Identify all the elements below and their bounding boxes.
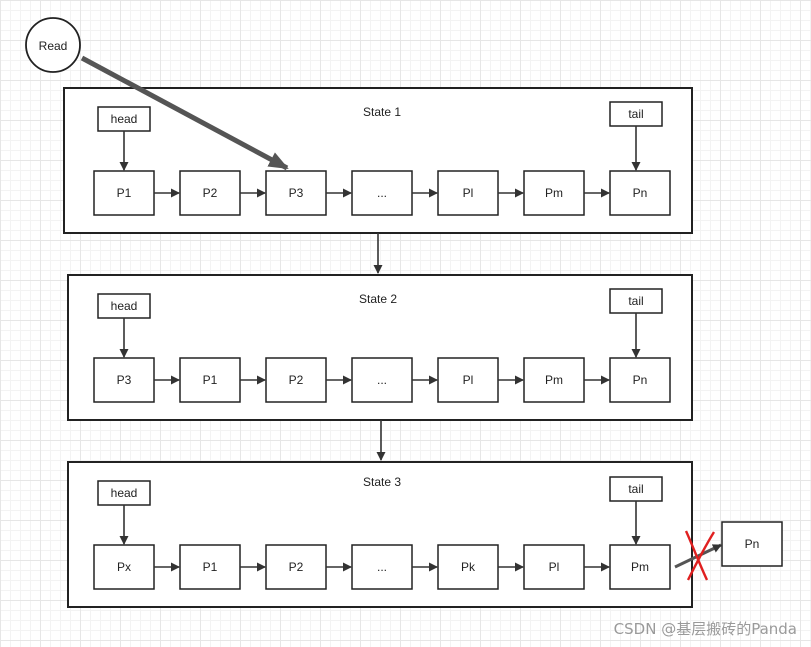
node-label: P2 bbox=[203, 186, 218, 200]
head-label: head bbox=[111, 112, 138, 126]
evict-arrow bbox=[674, 543, 722, 569]
list-node bbox=[265, 357, 327, 403]
node-label: P1 bbox=[117, 186, 132, 200]
read-node bbox=[25, 17, 81, 73]
list-node bbox=[437, 170, 499, 216]
list-node bbox=[437, 544, 499, 590]
node-label: P2 bbox=[289, 560, 304, 574]
read-label: Read bbox=[39, 39, 68, 53]
node-label: ... bbox=[377, 186, 387, 200]
state-1-title: State 1 bbox=[363, 105, 401, 119]
head-label: head bbox=[111, 299, 138, 313]
evicted-node-label: Pn bbox=[745, 537, 760, 551]
list-node bbox=[609, 544, 671, 590]
node-label: Px bbox=[117, 560, 131, 574]
state-2-title: State 2 bbox=[359, 292, 397, 306]
evict-cross-mark bbox=[684, 530, 716, 581]
node-label: Pk bbox=[461, 560, 476, 574]
state-3: head tail Px P1 P2 ... Pk Pl Pm bbox=[93, 476, 671, 590]
list-node bbox=[351, 357, 413, 403]
tail-label: tail bbox=[628, 482, 643, 496]
tail-pointer-box bbox=[609, 476, 663, 502]
tail-pointer-box bbox=[609, 288, 663, 314]
list-node bbox=[523, 170, 585, 216]
node-label: Pl bbox=[463, 373, 474, 387]
list-node bbox=[179, 357, 241, 403]
read-access-arrow bbox=[80, 55, 289, 171]
tail-label: tail bbox=[628, 294, 643, 308]
list-node bbox=[609, 357, 671, 403]
node-label: Pn bbox=[633, 373, 648, 387]
list-node bbox=[179, 170, 241, 216]
watermark: CSDN @基层搬砖的Panda bbox=[613, 620, 797, 638]
node-label: ... bbox=[377, 560, 387, 574]
state-1: head tail P1 P2 P3 ... Pl Pm Pn bbox=[93, 101, 671, 216]
node-label: ... bbox=[377, 373, 387, 387]
list-node bbox=[609, 170, 671, 216]
list-node bbox=[93, 544, 155, 590]
tail-label: tail bbox=[628, 107, 643, 121]
node-label: Pm bbox=[545, 186, 563, 200]
node-label: Pl bbox=[549, 560, 560, 574]
list-node bbox=[437, 357, 499, 403]
node-label: Pn bbox=[633, 186, 648, 200]
list-node bbox=[179, 544, 241, 590]
node-label: Pl bbox=[463, 186, 474, 200]
head-label: head bbox=[111, 486, 138, 500]
node-label: P1 bbox=[203, 560, 218, 574]
state-3-title: State 3 bbox=[363, 475, 401, 489]
state-2: head tail P3 P1 P2 ... Pl Pm Pn bbox=[93, 288, 671, 403]
head-pointer-box bbox=[97, 106, 151, 132]
node-label: P3 bbox=[289, 186, 304, 200]
evicted-node bbox=[721, 521, 783, 567]
list-node bbox=[265, 170, 327, 216]
head-pointer-box bbox=[97, 293, 151, 319]
state-3-frame bbox=[67, 461, 693, 608]
node-label: Pm bbox=[631, 560, 649, 574]
node-label: Pm bbox=[545, 373, 563, 387]
node-label: P3 bbox=[117, 373, 132, 387]
list-node bbox=[523, 544, 585, 590]
node-label: P1 bbox=[203, 373, 218, 387]
node-label: P2 bbox=[289, 373, 304, 387]
